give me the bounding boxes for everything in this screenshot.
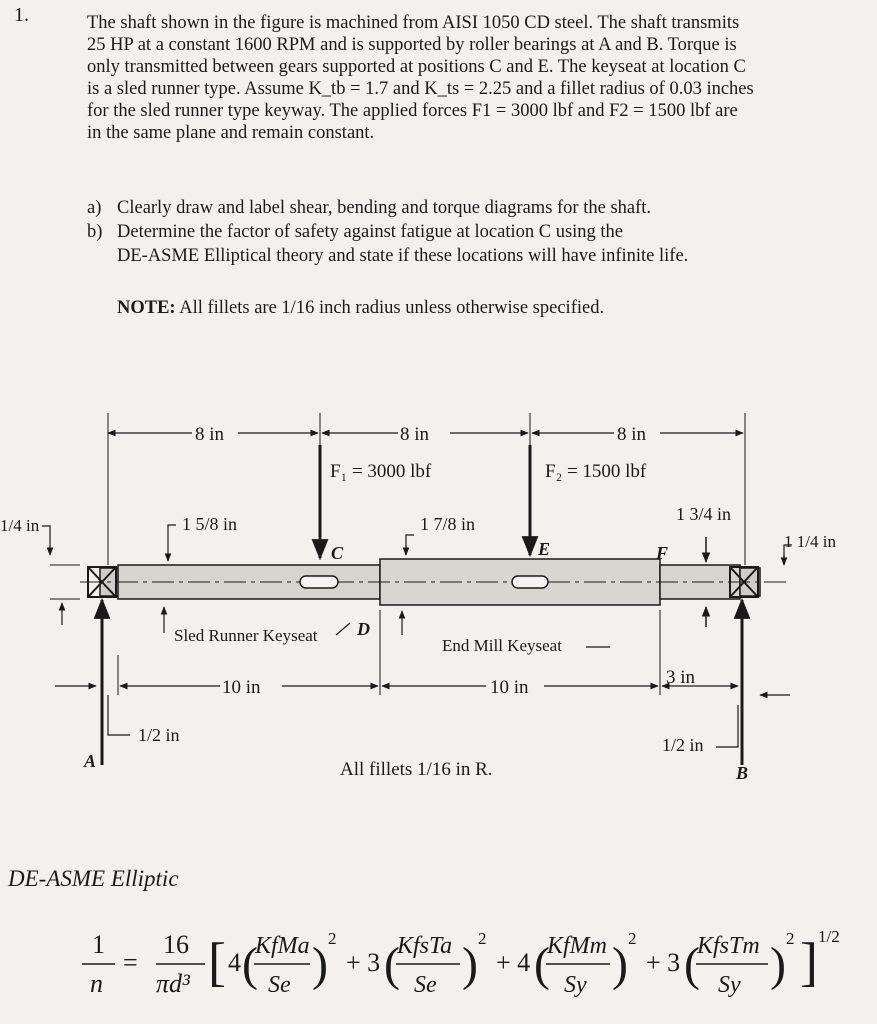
svg-text:(: ( xyxy=(534,938,550,991)
part-b: b)Determine the factor of safety against… xyxy=(87,222,624,242)
equals: = xyxy=(123,948,138,977)
sled-runner-keyseat-shape xyxy=(299,575,339,589)
svg-text:(: ( xyxy=(384,938,400,991)
label-b: B xyxy=(735,763,748,783)
dim-top-1: 8 in xyxy=(195,424,225,445)
svg-text:): ) xyxy=(312,938,328,991)
svg-text:KfsTa: KfsTa xyxy=(396,933,452,959)
bracket-close: ] xyxy=(800,932,818,992)
svg-text:Sy: Sy xyxy=(564,972,587,998)
svg-text:(: ( xyxy=(684,938,700,991)
svg-text:(: ( xyxy=(242,938,258,991)
svg-text:+ 3: + 3 xyxy=(346,948,380,977)
de-asme-formula: 1 n = 16 πd³ [ 4 ( KfMa Se ) 2 + 3 ( Kfs… xyxy=(82,927,840,998)
svg-text:Sy: Sy xyxy=(718,972,741,998)
svg-text:KfMm: KfMm xyxy=(546,933,607,959)
end-mill-keyseat-shape xyxy=(511,575,549,589)
exponent: 1/2 xyxy=(818,927,840,946)
dim-top-3: 8 in xyxy=(617,424,647,445)
formula-title: DE-ASME Elliptic xyxy=(8,866,179,891)
statement-line-1: The shaft shown in the figure is machine… xyxy=(87,13,740,33)
dim-half-right: 1/2 in xyxy=(662,735,704,755)
svg-text:Se: Se xyxy=(268,972,291,998)
statement-line-5: for the sled runner type keyway. The app… xyxy=(87,101,738,121)
force-f1-label: F₁ = 3000 lbf xyxy=(330,461,432,482)
dim-step-2: 1 7/8 in xyxy=(420,514,475,534)
svg-text:+ 4: + 4 xyxy=(496,948,530,977)
bracket-open: [ xyxy=(208,932,226,992)
sled-runner-label: Sled Runner Keyseat xyxy=(174,626,318,645)
statement-line-4: is a sled runner type. Assume K_tb = 1.7… xyxy=(87,79,754,99)
dim-step-5: 1/4 in xyxy=(0,516,40,535)
svg-text:2: 2 xyxy=(328,929,337,948)
note: NOTE: All fillets are 1/16 inch radius u… xyxy=(117,298,605,318)
part-b-continued: DE-ASME Elliptical theory and state if t… xyxy=(117,246,689,266)
lhs-num: 1 xyxy=(92,930,105,959)
label-c: C xyxy=(331,543,344,563)
svg-text:): ) xyxy=(770,938,786,991)
fillet-note: All fillets 1/16 in R. xyxy=(340,759,493,780)
coef-den: πd³ xyxy=(156,969,191,998)
svg-text:4: 4 xyxy=(228,948,241,977)
statement-line-2: 25 HP at a constant 1600 RPM and is supp… xyxy=(87,35,737,55)
svg-text:2: 2 xyxy=(628,929,637,948)
shaft-figure: 8 in 8 in 8 in F₁ = 3000 lbf F₂ = 1500 l… xyxy=(0,413,836,783)
svg-text:2: 2 xyxy=(478,929,487,948)
svg-text:): ) xyxy=(462,938,478,991)
coef-num: 16 xyxy=(163,930,189,959)
svg-text:KfMa: KfMa xyxy=(254,933,310,959)
dim-step-1: 1 5/8 in xyxy=(182,514,237,534)
svg-text:Se: Se xyxy=(414,972,437,998)
statement-line-3: only transmitted between gears supported… xyxy=(87,57,746,77)
label-f: F xyxy=(655,543,668,563)
lhs-den: n xyxy=(90,969,103,998)
end-mill-label: End Mill Keyseat xyxy=(442,636,562,655)
dim-bottom-2: 10 in xyxy=(490,677,529,698)
dim-half-left: 1/2 in xyxy=(138,725,180,745)
label-e: E xyxy=(537,539,550,559)
dim-step-4: 1 1/4 in xyxy=(784,532,836,551)
dim-bottom-3: 3 in xyxy=(666,667,696,688)
dim-step-3: 1 3/4 in xyxy=(676,504,731,524)
dim-top-2: 8 in xyxy=(400,424,430,445)
force-f2-label: F₂ = 1500 lbf xyxy=(545,461,647,482)
svg-text:): ) xyxy=(612,938,628,991)
svg-text:+ 3: + 3 xyxy=(646,948,680,977)
statement-line-6: in the same plane and remain constant. xyxy=(87,123,375,143)
label-a: A xyxy=(83,751,96,771)
dim-bottom-1: 10 in xyxy=(222,677,261,698)
label-d: D xyxy=(356,619,370,639)
problem-number: 1. xyxy=(14,4,29,26)
svg-text:KfsTm: KfsTm xyxy=(696,933,760,959)
svg-text:2: 2 xyxy=(786,929,795,948)
problem-statement: The shaft shown in the figure is machine… xyxy=(87,12,847,144)
part-a: a)Clearly draw and label shear, bending … xyxy=(87,198,652,218)
